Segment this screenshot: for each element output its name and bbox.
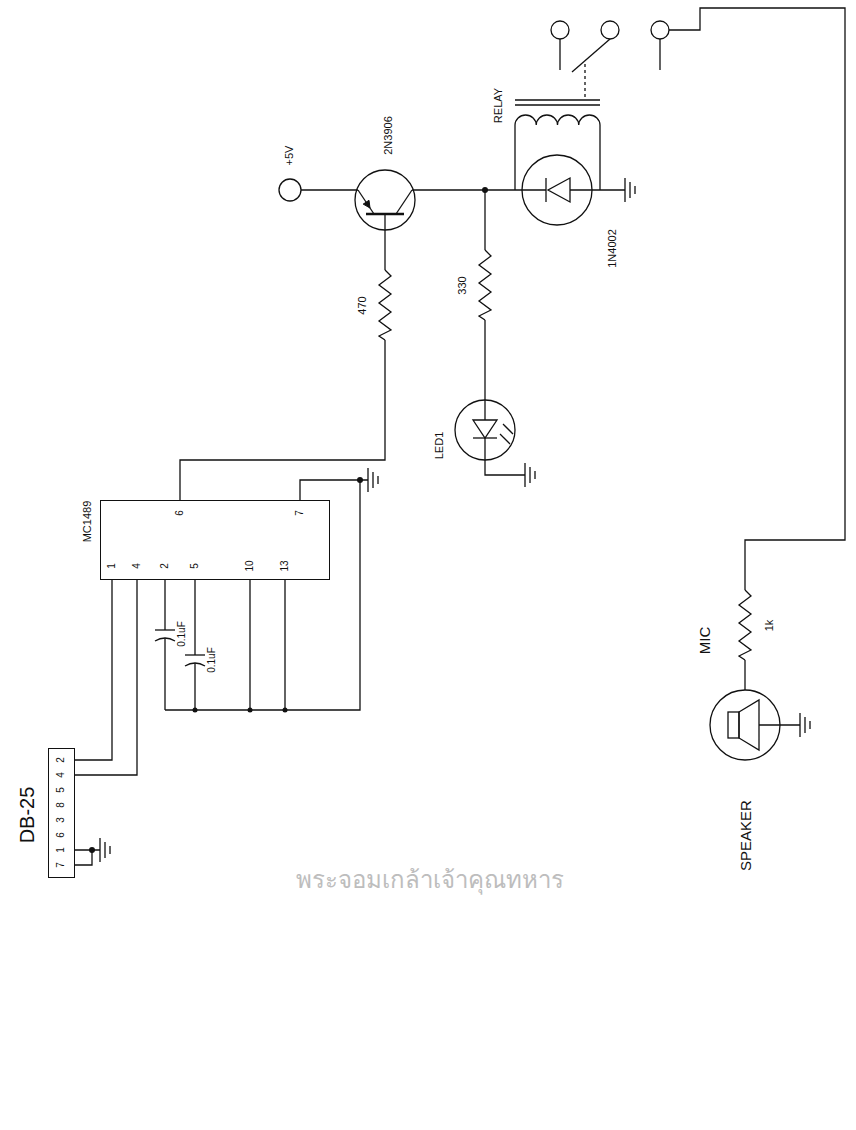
led-light-arrow: [500, 434, 510, 444]
ground-symbol: [800, 713, 810, 737]
led-ground-wire: [485, 438, 525, 475]
pin-number: 13: [280, 560, 290, 571]
pin-number: 3: [56, 817, 66, 823]
ground-symbol: [368, 468, 378, 492]
pin-number: 6: [56, 832, 66, 838]
ground-wire: [75, 850, 100, 865]
capacitor-wire: [194, 580, 195, 710]
relay-link: [584, 62, 585, 97]
supply-terminal: [279, 179, 301, 201]
junction-dot: [248, 708, 253, 713]
ground-symbol: [100, 838, 110, 862]
speaker-cone: [739, 700, 759, 750]
ground-symbol: [625, 178, 635, 202]
capacitor-wire: [164, 580, 165, 710]
pin-number: 7: [56, 862, 66, 868]
pin-number: 2: [159, 563, 169, 569]
resistor-symbol: [739, 590, 751, 660]
relay-arm: [572, 39, 610, 72]
relay-contact-lead: [560, 39, 660, 70]
pin-number: 5: [56, 787, 66, 793]
part-name: LED1: [434, 431, 445, 459]
pin-number: 5: [189, 563, 199, 569]
ground-wire: [300, 480, 368, 500]
diode-symbol: [548, 178, 570, 202]
junction-dot: [89, 847, 95, 853]
common-wire: [165, 480, 360, 710]
diode-cathode: [545, 178, 546, 202]
led-wire: [484, 320, 485, 420]
part-name: 1N4002: [606, 229, 617, 268]
capacitor-plate: [155, 629, 175, 630]
base-wire: [384, 214, 385, 270]
pin-number: 7: [294, 510, 304, 516]
pin-wire: [250, 580, 285, 710]
capacitor-plate: [155, 638, 175, 641]
capacitor-value: 0.1uF: [177, 621, 187, 647]
part-name: RELAY: [493, 87, 504, 122]
resistor-value: 330: [457, 276, 468, 294]
transistor-emitter: [358, 190, 374, 214]
pin-number: 1: [106, 563, 116, 569]
collector-wire: [412, 189, 515, 190]
emitter-arrow: [363, 200, 370, 208]
junction-dot: [193, 708, 198, 713]
speaker-wire: [669, 8, 845, 590]
supply-label: +5V: [284, 145, 295, 165]
relay-contact: [651, 21, 669, 39]
pin-number: 2: [56, 757, 66, 763]
speaker-magnet: [728, 712, 739, 738]
part-name: MIC: [697, 626, 712, 654]
capacitor-value: 0.1uF: [207, 647, 217, 673]
part-name: SPEAKER: [737, 800, 752, 871]
ground-symbol: [525, 463, 535, 487]
resistor-value: 1k: [764, 619, 775, 631]
relay-core: [515, 100, 600, 105]
ic-box: MC14891425101367: [100, 500, 330, 580]
capacitor-plate: [185, 654, 205, 655]
resistor-value: 470: [357, 296, 368, 314]
speaker-wire: [744, 660, 745, 690]
transistor-collector: [396, 190, 412, 214]
led-wire: [484, 190, 485, 250]
connector-box: DB-2524583617: [48, 748, 75, 878]
signal-wire: [75, 580, 112, 760]
pin-number: 4: [56, 772, 66, 778]
base-drive-wire: [180, 340, 385, 500]
signal-wire: [75, 580, 137, 775]
led-diode: [473, 420, 497, 438]
resistor-symbol: [479, 250, 491, 320]
pin-number: 8: [56, 802, 66, 808]
pin-number: 6: [174, 510, 184, 516]
watermark: พระจอมเกล้าเจ้าคุณทหาร: [296, 868, 564, 892]
pin-number: 1: [56, 847, 66, 853]
capacitor-plate: [185, 663, 205, 666]
relay-contact: [601, 21, 619, 39]
relay-contact: [551, 21, 569, 39]
ic-label: MC1489: [82, 501, 93, 543]
speaker-ground-wire: [759, 724, 800, 725]
part-name: 2N3906: [382, 116, 393, 155]
pin-number: 10: [245, 560, 255, 571]
supply-wire: [301, 189, 358, 190]
relay-coil: [515, 115, 600, 190]
connector-label: DB-25: [17, 786, 37, 843]
led-light-arrow: [503, 424, 513, 434]
junction-dot: [283, 708, 288, 713]
pin-number: 4: [131, 563, 141, 569]
resistor-symbol: [379, 270, 391, 340]
